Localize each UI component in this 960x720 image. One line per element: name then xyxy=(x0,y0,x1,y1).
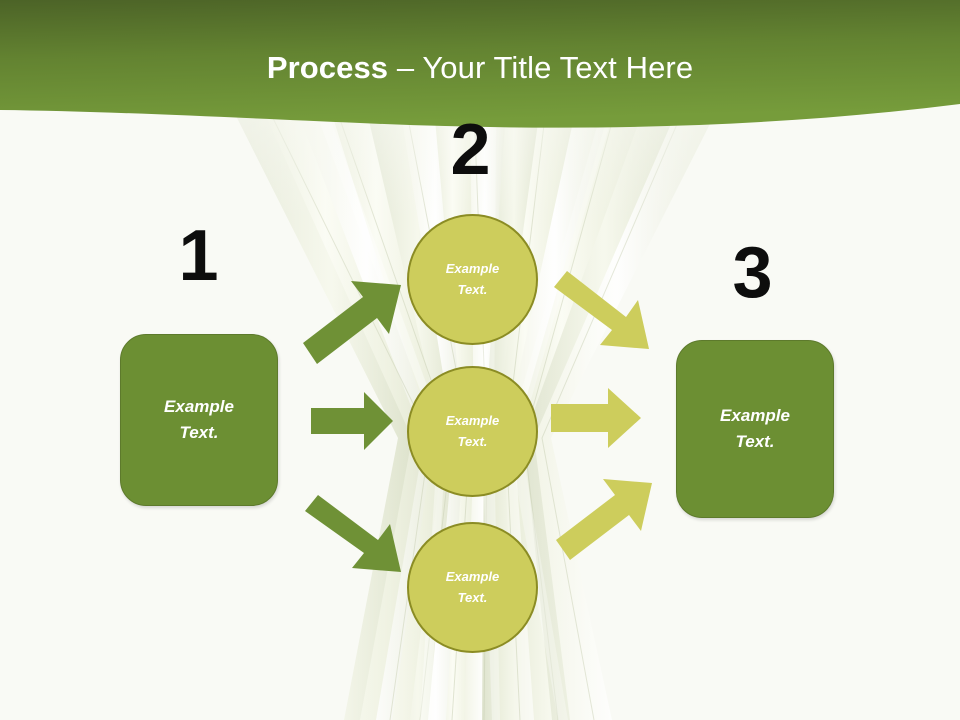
page-title-rest: – Your Title Text Here xyxy=(388,50,694,85)
page-title-strong: Process xyxy=(266,50,389,85)
arrow-in-top[interactable] xyxy=(303,281,401,364)
step-number-3: 3 xyxy=(732,233,772,313)
stage-box-right[interactable]: Example Text. xyxy=(676,340,834,518)
page-title: Process – Your Title Text Here xyxy=(0,49,960,87)
middle-circle-1-line2: Text. xyxy=(457,281,488,297)
middle-circle-2[interactable]: Example Text. xyxy=(407,366,538,497)
middle-circle-1[interactable]: Example Text. xyxy=(407,214,538,345)
stage-box-left-line2: Text. xyxy=(179,423,219,442)
middle-circle-2-line1: Example xyxy=(445,412,500,428)
stage-box-right-line1: Example xyxy=(720,405,790,425)
middle-circle-3[interactable]: Example Text. xyxy=(407,522,538,653)
middle-circle-3-line2: Text. xyxy=(457,589,488,605)
middle-circle-2-line2: Text. xyxy=(457,433,488,449)
stage-box-left-line1: Example xyxy=(164,396,234,416)
arrow-in-bottom[interactable] xyxy=(305,495,401,572)
stage-box-left[interactable]: Example Text. xyxy=(120,334,278,506)
stage-box-right-line2: Text. xyxy=(735,432,775,451)
arrow-out-top[interactable] xyxy=(554,271,649,349)
step-number-1: 1 xyxy=(178,216,218,296)
middle-circle-1-line1: Example xyxy=(445,260,500,276)
arrow-in-middle[interactable] xyxy=(311,392,393,450)
arrow-out-bottom[interactable] xyxy=(556,479,652,560)
middle-circle-3-line1: Example xyxy=(445,568,500,584)
step-number-2: 2 xyxy=(450,110,490,190)
arrow-out-middle[interactable] xyxy=(551,388,641,448)
